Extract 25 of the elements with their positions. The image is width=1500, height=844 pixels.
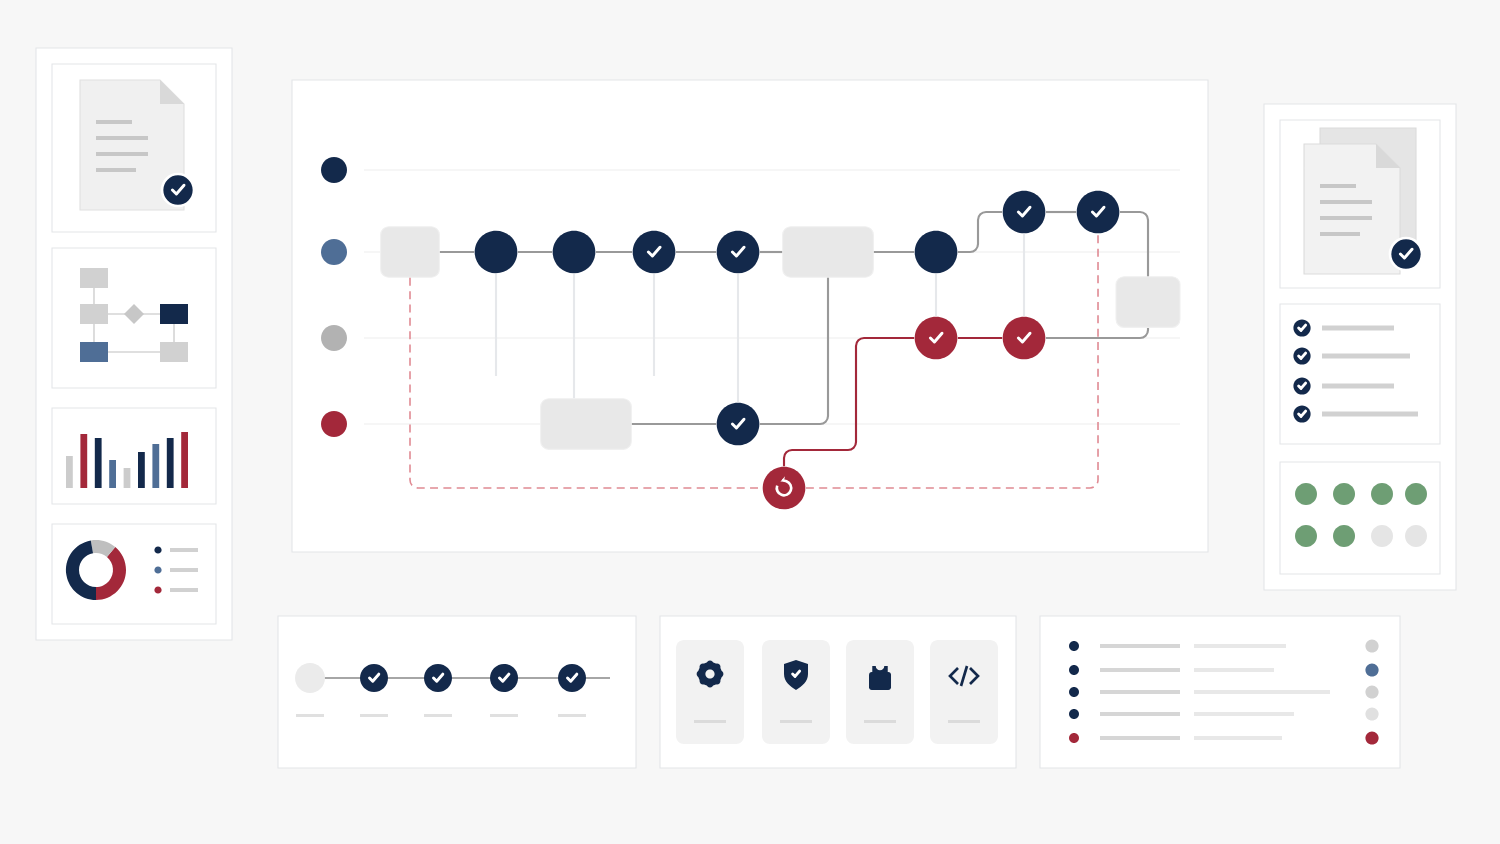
check-circle	[1076, 190, 1120, 234]
connector-line	[409, 277, 763, 489]
connector-line	[805, 233, 1099, 489]
step-circle	[474, 230, 518, 274]
step-box	[782, 226, 874, 278]
connector-line	[957, 336, 1003, 340]
restart-circle	[762, 466, 806, 510]
check-circle	[632, 230, 676, 274]
connector-line	[1045, 210, 1077, 214]
step-box	[1115, 276, 1181, 328]
connector-line	[957, 210, 1003, 254]
check-circle	[1002, 190, 1046, 234]
check-circle	[914, 316, 958, 360]
step-box	[540, 398, 632, 450]
step-box	[380, 226, 440, 278]
check-circle	[716, 402, 760, 446]
check-circle	[1002, 316, 1046, 360]
connector-line	[631, 422, 717, 426]
check-circle	[716, 230, 760, 274]
connector-line	[782, 336, 915, 467]
connector-line	[759, 277, 830, 426]
connector-line	[1119, 210, 1150, 277]
step-circle	[914, 230, 958, 274]
step-circle	[552, 230, 596, 274]
connector-line	[1045, 327, 1150, 340]
